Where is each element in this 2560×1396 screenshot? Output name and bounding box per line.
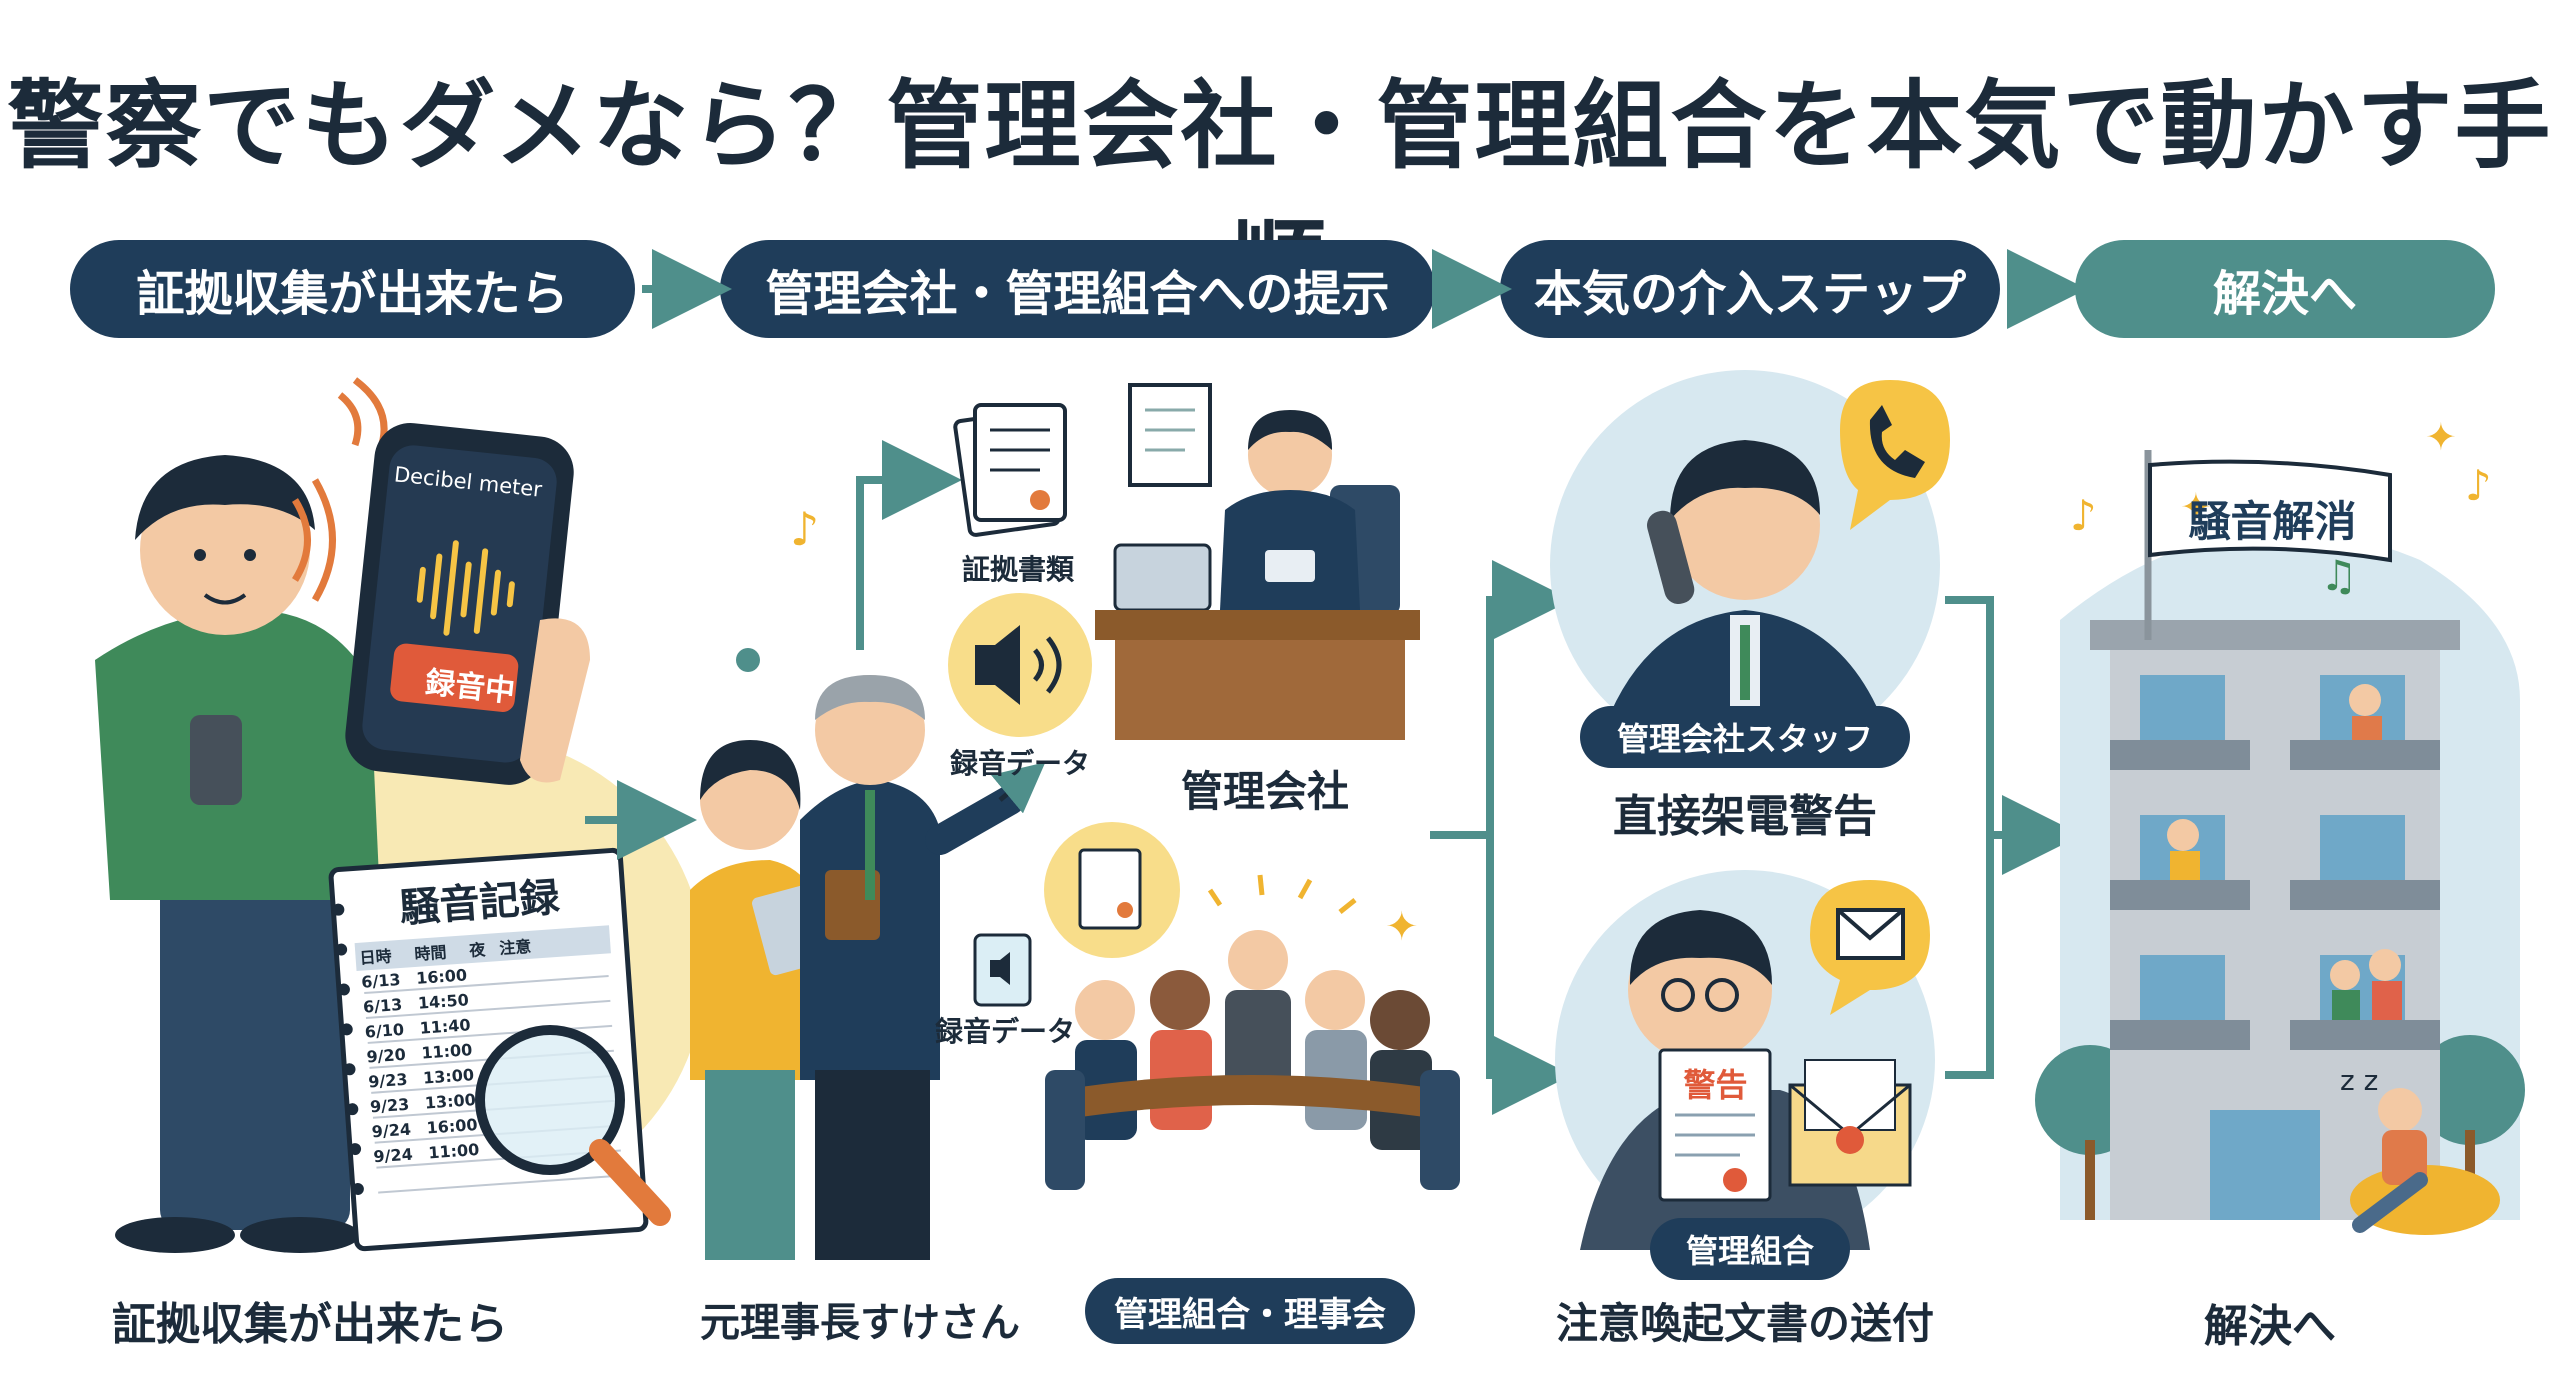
audio-file-icon — [973, 933, 1032, 1007]
union-staff — [1580, 910, 1870, 1250]
union-action: 注意喚起文書の送付 — [1555, 1299, 1934, 1348]
presenter-caption: 元理事長すけさん — [700, 1300, 1020, 1346]
svg-text:♫: ♫ — [2320, 551, 2358, 600]
step-pill-resolve: 解決へ — [2075, 240, 2495, 338]
resolution-caption: 解決へ — [2204, 1301, 2336, 1352]
union-tag: 管理組合 — [1650, 1218, 1850, 1280]
svg-text:♪: ♪ — [2070, 491, 2097, 540]
log-cell-date: 9/23 — [369, 1094, 410, 1117]
step-pill-intervene: 本気の介入ステップ — [1500, 240, 2000, 338]
document-bubble — [1044, 822, 1180, 958]
log-cell-time: 13:00 — [422, 1065, 475, 1088]
step-pill-evidence: 証拠収集が出来たら — [70, 240, 635, 338]
log-cell-time: 16:00 — [415, 965, 468, 988]
svg-text:✦: ✦ — [2180, 485, 2212, 529]
envelope-icon — [1788, 1059, 1912, 1187]
log-cell-time: 14:50 — [417, 990, 470, 1013]
log-cell-date: 9/20 — [365, 1044, 407, 1067]
warning-doc-label: 警告 — [1683, 1066, 1748, 1104]
log-header-time: 時間 — [413, 942, 448, 964]
magnifier-icon — [475, 1025, 671, 1226]
audio-data-label-1: 録音データ — [950, 747, 1091, 780]
audio-bubble — [948, 593, 1092, 737]
log-header-note: 注意 — [498, 936, 532, 958]
audio-data-label-2: 録音データ — [935, 1015, 1076, 1048]
evidence-caption: 証拠収集が出来たら — [112, 1299, 508, 1350]
log-cell-date: 9/23 — [367, 1069, 409, 1092]
log-cell-time: 11:00 — [420, 1040, 473, 1063]
log-cell-time: 11:00 — [427, 1139, 480, 1163]
association-tag: 管理組合・理事会 — [1085, 1278, 1415, 1344]
log-cell-date: 9/24 — [372, 1144, 414, 1167]
phone-device — [345, 422, 574, 785]
evidence-docs-label: 証拠書類 — [962, 553, 1075, 586]
log-cell-date: 6/13 — [360, 970, 402, 992]
person-recording — [95, 455, 380, 1253]
svg-text:✦: ✦ — [2425, 415, 2457, 459]
log-cell-date: 6/10 — [364, 1019, 405, 1042]
gear-icon — [736, 648, 760, 672]
step-pill-present: 管理会社・管理組合への提示 — [720, 240, 1435, 338]
log-cell-time: 16:00 — [426, 1114, 479, 1138]
log-cell-time: 13:00 — [424, 1090, 477, 1113]
log-cell-date: 9/24 — [371, 1119, 412, 1142]
presenter-people — [690, 675, 1025, 1260]
staff-action: 直接架電警告 — [1613, 791, 1877, 842]
svg-text:♪: ♪ — [2465, 461, 2492, 510]
envelope-bubble — [1810, 880, 1930, 1015]
flag — [2148, 459, 2392, 563]
apartment-building: z z — [2090, 620, 2500, 1235]
document-icon — [953, 403, 1067, 537]
page-title: 警察でもダメなら？管理会社・管理組合を本気で動かす手順 — [7, 70, 2553, 321]
svg-text:✦: ✦ — [1385, 904, 1419, 950]
svg-text:z z: z z — [2340, 1064, 2378, 1097]
association-meeting-scene — [1045, 930, 1460, 1190]
staff-tag: 管理会社スタッフ — [1580, 706, 1910, 768]
log-cell-time: 11:40 — [419, 1015, 472, 1038]
certificate-icon — [1128, 383, 1212, 487]
music-note-icon: ♪ — [790, 502, 819, 556]
log-header-night: 夜 — [468, 940, 487, 961]
log-cell-date: 6/13 — [362, 994, 403, 1017]
management-company-scene — [1095, 410, 1420, 740]
log-header-date: 日時 — [358, 946, 393, 968]
management-company-label: 管理会社 — [1180, 767, 1349, 816]
flag-label: 騒音解消 — [2188, 497, 2357, 546]
noise-log-rows: 6/13 16:00 6/13 14:50 6/10 11:40 9/20 11:00 9/23… — [357, 953, 625, 1170]
phone-bubble — [1840, 380, 1950, 530]
